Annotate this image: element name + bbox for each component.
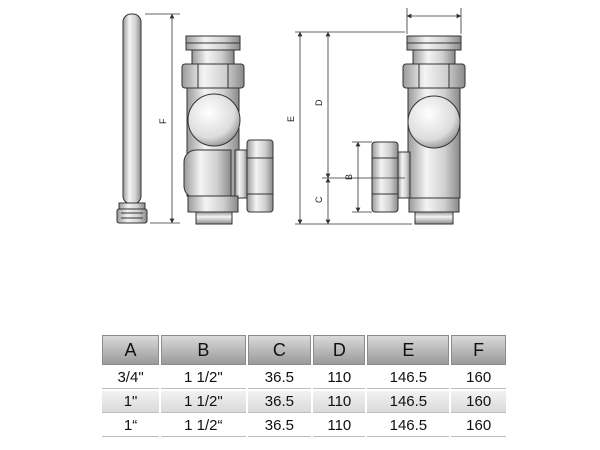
table-row: 1“ 1 1/2“ 36.5 110 146.5 160 — [102, 415, 506, 437]
table-cell: 1 1/2“ — [161, 415, 246, 437]
column-header-c: C — [247, 335, 312, 365]
table-cell: 36.5 — [247, 391, 312, 413]
table-cell: 160 — [451, 391, 506, 413]
column-header-f: F — [451, 335, 506, 365]
table-row: 1" 1 1/2" 36.5 110 146.5 160 — [102, 391, 506, 413]
valve-front-view — [181, 35, 274, 225]
table-cell: 160 — [451, 367, 506, 389]
dimension-e-label: E — [286, 116, 296, 122]
dimension-f — [145, 13, 180, 224]
dimension-c-label: C — [314, 196, 324, 203]
table-cell: 146.5 — [367, 415, 450, 437]
table-cell: 110 — [313, 367, 366, 389]
table-cell: 146.5 — [367, 367, 450, 389]
column-header-a: A — [102, 335, 160, 365]
dimension-b-label: B — [344, 174, 354, 180]
table-cell: 1 1/2" — [161, 367, 246, 389]
dimension-table: A B C D E F 3/4" 1 1/2" 36.5 110 146.5 1… — [100, 333, 508, 439]
dimension-width-top — [406, 8, 462, 34]
tube-part — [116, 13, 148, 224]
table-header-row: A B C D E F — [102, 335, 506, 365]
dimension-lines-side — [295, 31, 412, 225]
dimension-d-label: D — [314, 99, 324, 106]
valve-side-view — [371, 35, 466, 225]
table-cell: 110 — [313, 415, 366, 437]
table-cell: 110 — [313, 391, 366, 413]
table-cell: 146.5 — [367, 391, 450, 413]
column-header-b: B — [161, 335, 246, 365]
table-cell: 1 1/2" — [161, 391, 246, 413]
table-cell: 3/4" — [102, 367, 160, 389]
dimension-f-label: F — [158, 118, 168, 124]
column-header-d: D — [313, 335, 366, 365]
column-header-e: E — [367, 335, 450, 365]
table-cell: 36.5 — [247, 415, 312, 437]
table-cell: 36.5 — [247, 367, 312, 389]
table-cell: 160 — [451, 415, 506, 437]
table-cell: 1“ — [102, 415, 160, 437]
technical-drawing: F — [116, 8, 466, 225]
table-row: 3/4" 1 1/2" 36.5 110 146.5 160 — [102, 367, 506, 389]
table-cell: 1" — [102, 391, 160, 413]
